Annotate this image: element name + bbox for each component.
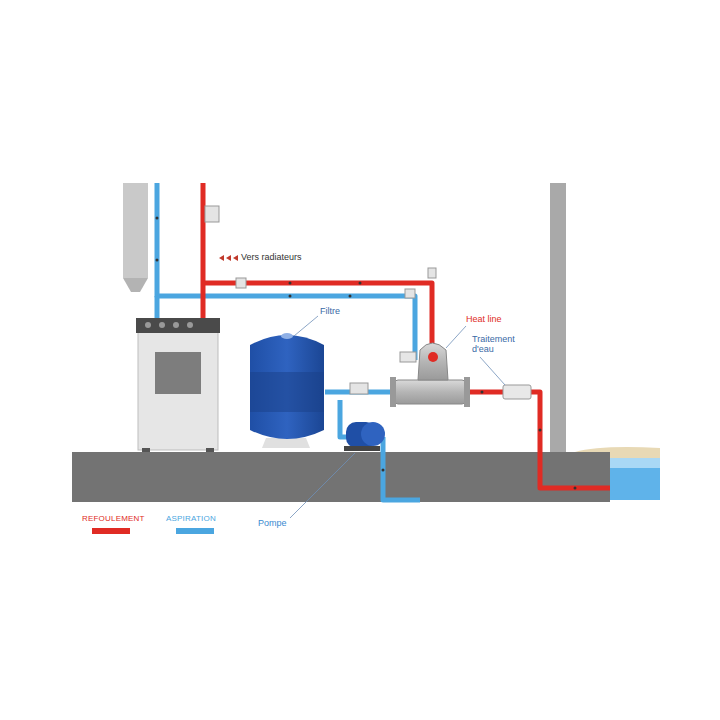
ground-slab	[72, 452, 610, 502]
part-label: Pompe	[258, 518, 287, 528]
filter-tank	[250, 333, 324, 448]
legend-swatch	[92, 528, 130, 534]
suction-pipes	[157, 183, 420, 500]
heat-exchanger	[390, 343, 470, 407]
legend-text: ASPIRATION	[166, 514, 216, 523]
pump	[344, 422, 385, 451]
legend-swatch	[176, 528, 214, 534]
legend-text: REFOULEMENT	[82, 514, 145, 523]
chimney	[123, 183, 148, 292]
pool	[575, 447, 660, 500]
part-label: Heat line	[466, 314, 502, 324]
water-treatment-device	[503, 385, 531, 399]
wall	[550, 183, 566, 455]
part-label: Traitement d'eau	[472, 334, 522, 355]
legend-item: ASPIRATION	[166, 514, 216, 534]
part-label: Filtre	[320, 306, 340, 316]
destination-label: Vers radiateurs	[241, 252, 302, 262]
direction-arrows	[219, 255, 238, 261]
boiler	[136, 318, 220, 453]
pipe-joints	[156, 217, 577, 490]
delivery-pipes	[203, 183, 610, 488]
legend-item: REFOULEMENT	[82, 514, 145, 534]
